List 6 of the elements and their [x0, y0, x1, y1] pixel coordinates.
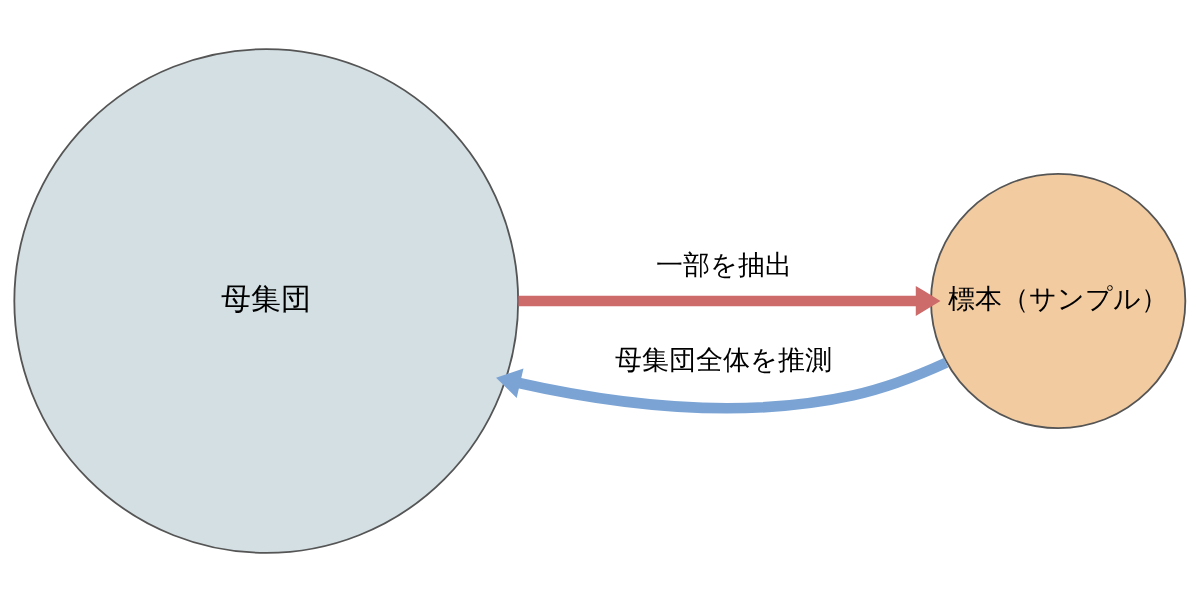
arrow	[496, 357, 949, 414]
node-circle: 母集団	[13, 48, 520, 554]
arrow	[518, 285, 941, 317]
node-circle: 標本（サンプル）	[930, 172, 1187, 430]
edge-label: 一部を抽出	[655, 249, 792, 281]
edge-label: 母集団全体を推測	[614, 343, 832, 375]
